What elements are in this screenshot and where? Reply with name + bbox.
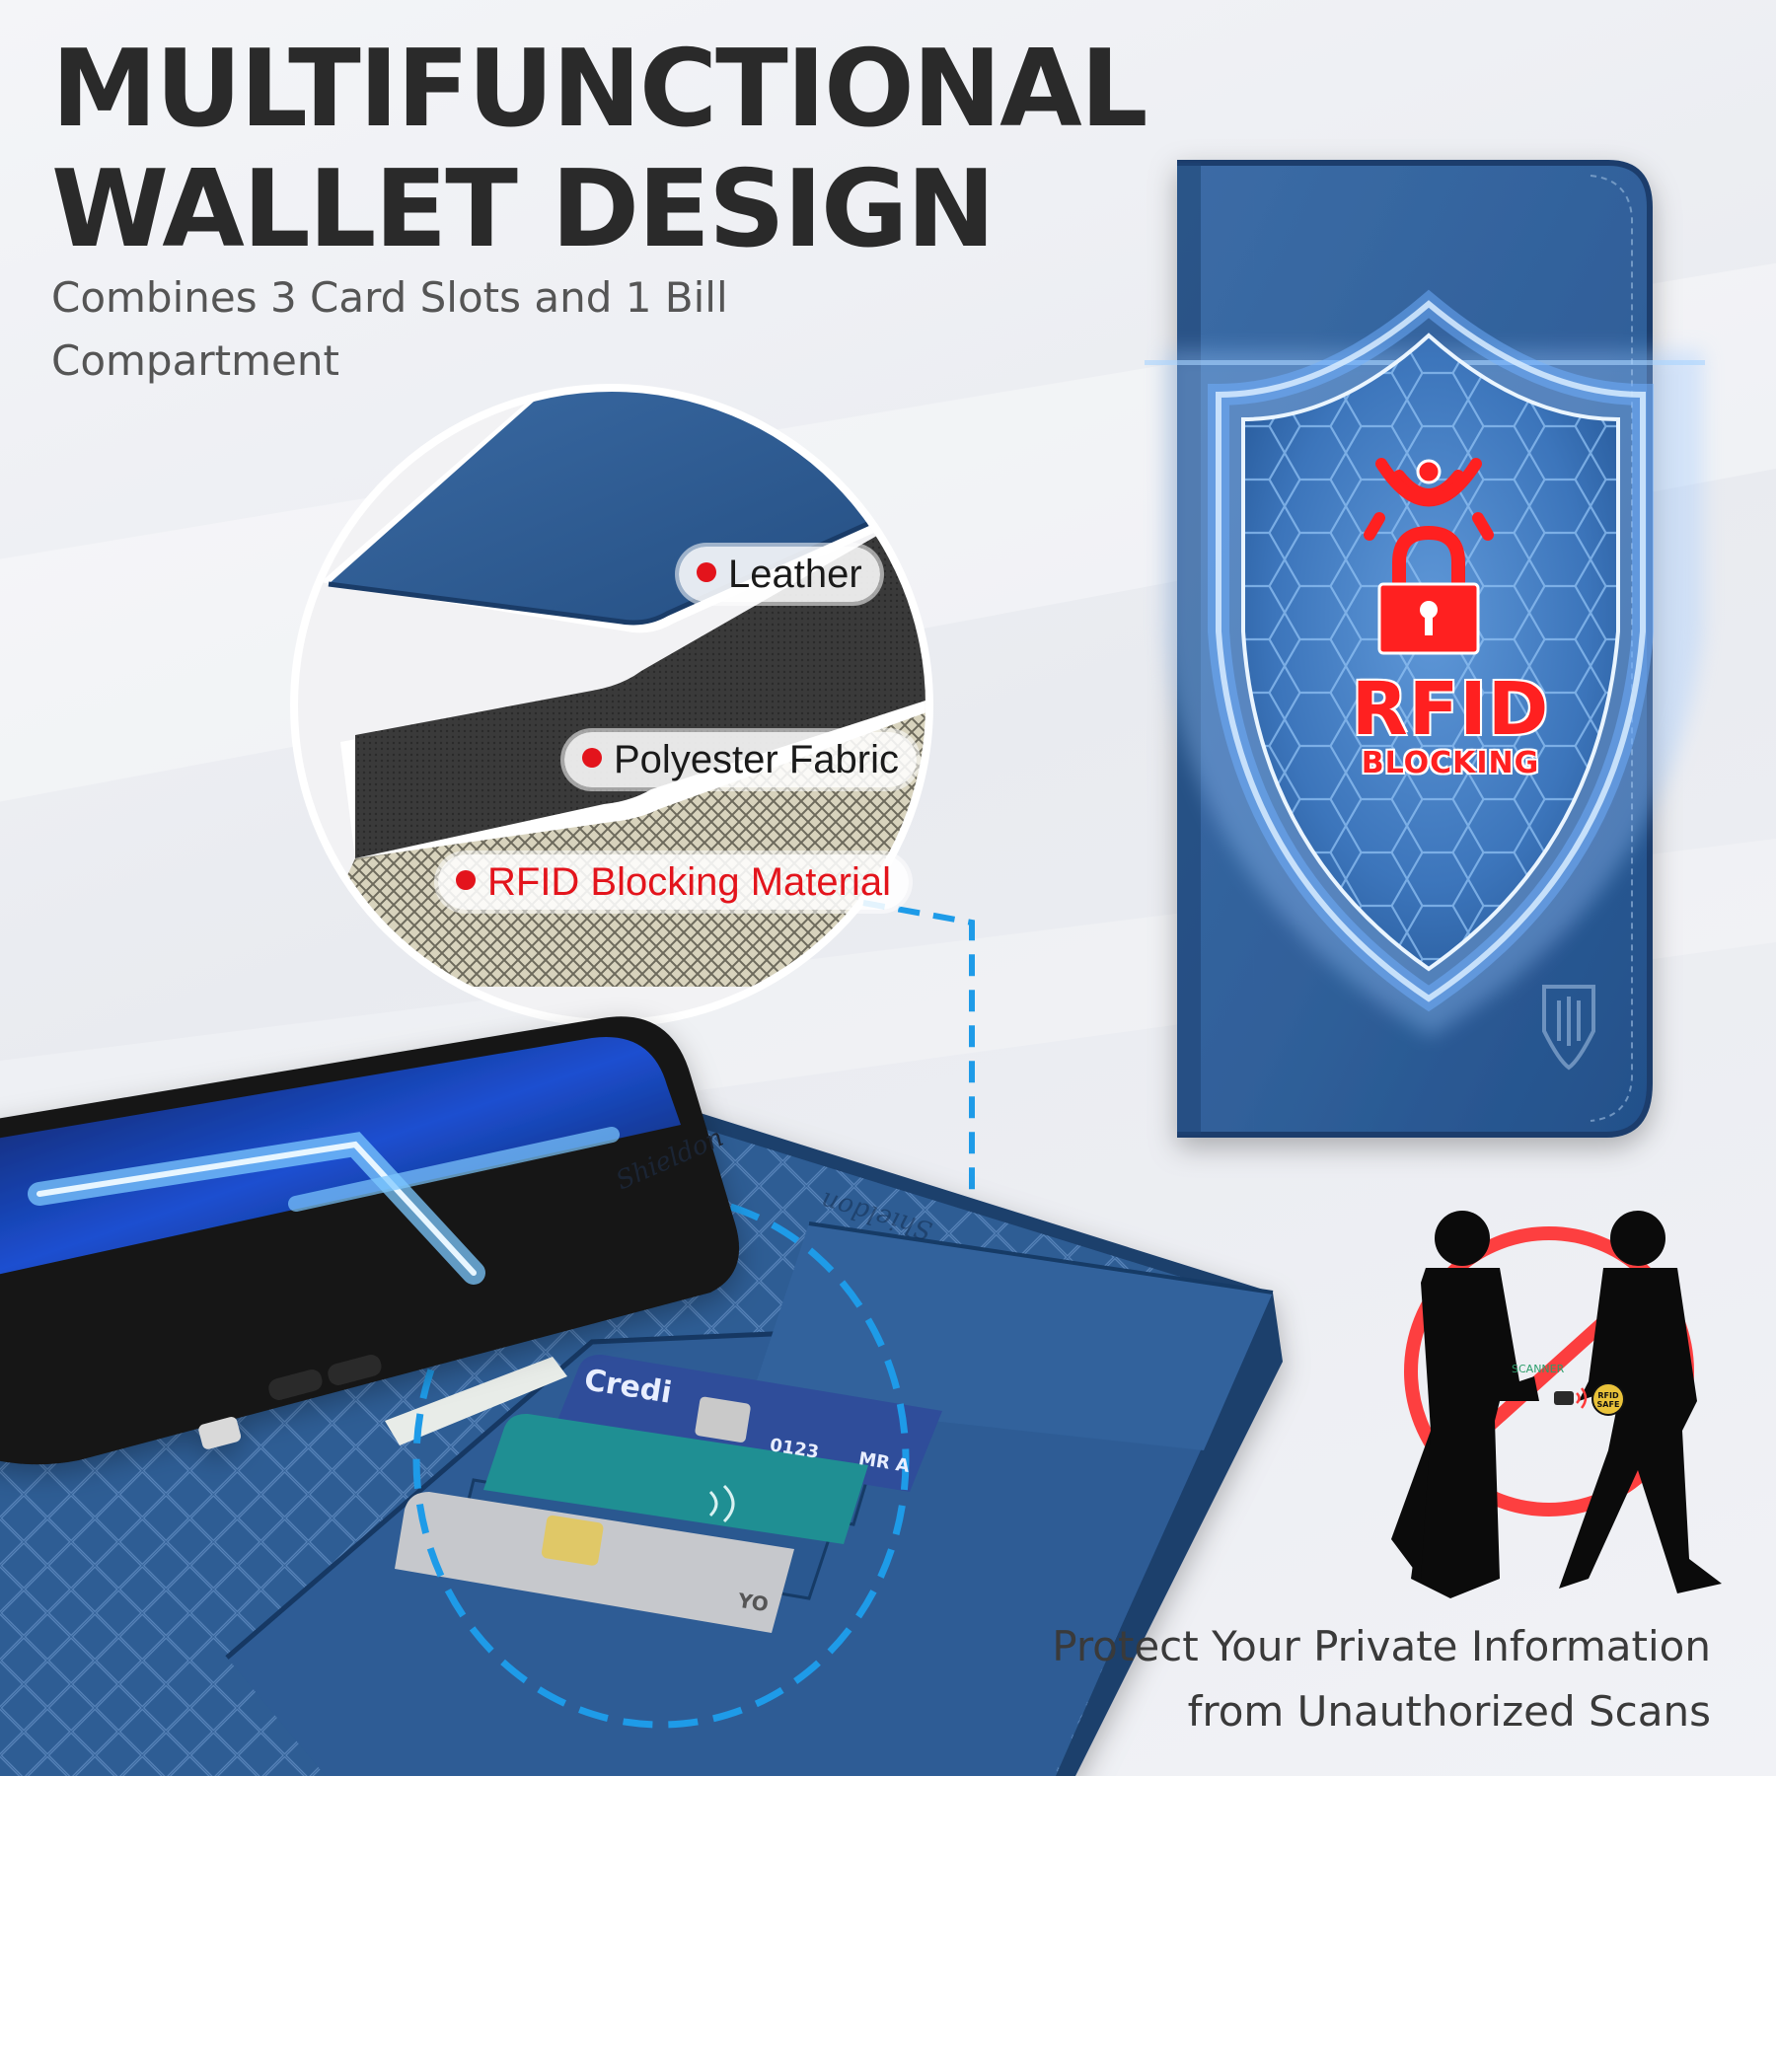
rfid-badge-line-2: BLOCKING [1361,746,1540,780]
rfid-lock-icon [1364,458,1494,655]
caption: Protect Your Private Information from Un… [1052,1614,1711,1744]
material-layers-callout [290,384,933,1027]
credit-card-teal [483,1413,868,1544]
credit-card-grey [395,1492,794,1633]
headline-line-1: MULTIFUNCTIONAL [51,28,1148,151]
layer-label-text: Polyester Fabric [614,738,899,781]
layer-label-text: RFID Blocking Material [487,860,892,904]
headline-line-2: WALLET DESIGN [51,148,996,271]
layer-label-leather: Leather [679,547,880,602]
bullet-dot [697,562,716,582]
scanner-label: SCANNER [1512,1363,1565,1375]
grey-card-holder-text: YO [736,1588,771,1617]
shield-logo-icon [1542,985,1595,1071]
caption-line-2: from Unauthorized Scans [1187,1687,1711,1736]
layer-label-polyester: Polyester Fabric [564,732,917,787]
layer-label-rfid-material: RFID Blocking Material [438,854,910,910]
headline: MULTIFUNCTIONAL WALLET DESIGN [51,28,1148,271]
subheadline: Combines 3 Card Slots and 1 Bill Compart… [51,273,728,385]
credit-card-blue [553,1354,942,1492]
bill [385,1357,567,1445]
layer-label-text: Leather [728,553,862,596]
bullet-dot [582,748,602,768]
rfid-safe-label: RFID SAFE [1596,1391,1620,1409]
rfid-badge-line-1: RFID [1351,667,1550,752]
signal-waves-icon [1576,1387,1588,1409]
bullet-dot [456,870,476,890]
scan-scene [1391,1211,1722,1598]
rfid-blocking-badge: RFID BLOCKING [1332,671,1569,779]
phone [0,1016,740,1465]
caption-line-1: Protect Your Private Information [1052,1622,1711,1670]
product-illustration [0,160,1722,1776]
